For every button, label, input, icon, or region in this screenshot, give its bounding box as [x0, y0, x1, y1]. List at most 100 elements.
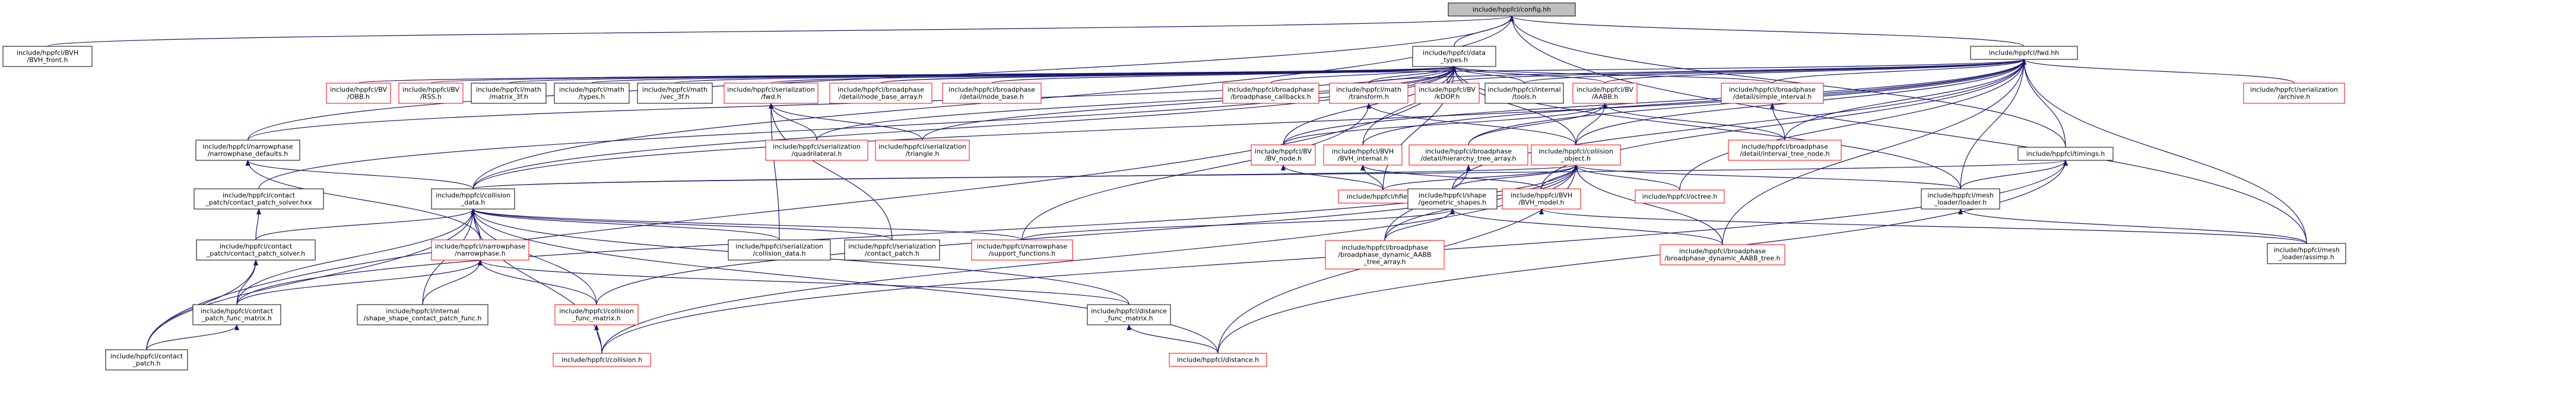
dependency-edge [422, 259, 483, 305]
dependency-edge [236, 164, 1578, 305]
node-box [398, 83, 464, 104]
dependency-edge [769, 103, 780, 240]
node-label: include/hppfcl/serialization [2250, 86, 2338, 94]
node-label: /detail/simple_interval.h [1733, 93, 1812, 101]
dependency-edge [255, 208, 261, 240]
node-label: /support_functions.h [989, 250, 1056, 258]
node-box [1484, 83, 1564, 104]
node-label: /triangle.h [906, 150, 940, 158]
dependency-edge [146, 66, 1457, 350]
file-node-collision-data[interactable]: include/hppfcl/collision_data.h [431, 188, 515, 210]
dependency-edge [1021, 208, 1455, 240]
file-node-data-types[interactable]: include/hppfcl/data_types.h [1412, 46, 1496, 67]
file-node-mesh-loader[interactable]: include/hppfcl/mesh_loader/loader.h [1921, 188, 2000, 210]
node-box [1921, 188, 2000, 210]
node-box [1323, 144, 1403, 166]
file-node-bp-dynamic-aabb-tree[interactable]: include/hppfcl/broadphase/broadphase_dyn… [1660, 244, 1785, 265]
dependency-edge [816, 66, 1457, 141]
file-node-interval-tree-node[interactable]: include/hppfcl/broadphase/detail/interva… [1728, 140, 1842, 161]
file-node-collision-object[interactable]: include/hppfcl/collision_object.h [1531, 144, 1621, 166]
file-node-support-functions[interactable]: include/hppfcl/narrowphase/support_funct… [971, 239, 1073, 261]
node-label: /vec_3f.h [660, 93, 689, 101]
node-label: _patch.h [132, 360, 160, 368]
dependency-edge [1452, 164, 1578, 189]
file-node-types[interactable]: include/hppfcl/math/types.h [554, 83, 630, 104]
dependency-edge [245, 160, 481, 240]
node-box [471, 83, 547, 104]
node-box [875, 140, 970, 161]
file-node-node-base-array[interactable]: include/hppfcl/broadphase/detail/node_ba… [829, 83, 932, 104]
file-node-bv-node[interactable]: include/hppfcl/BV/BV_node.h [1251, 144, 1316, 166]
node-label: include/hppfcl/broadphase [1227, 86, 1314, 94]
file-node-triangle[interactable]: include/hppfcl/serialization/triangle.h [875, 140, 970, 161]
file-node-bvh-model[interactable]: include/hppfcl/BVH/BVH_model.h [1502, 188, 1581, 210]
node-label: include/hppfcl/contact [110, 353, 183, 360]
file-node-node-base[interactable]: include/hppfcl/broadphase/detail/node_ba… [942, 83, 1042, 104]
node-label: include/hppfcl/shape [1419, 192, 1487, 200]
file-node-hfield[interactable]: include/hppfcl/hfield.h [1338, 189, 1428, 204]
file-node-obb[interactable]: include/hppfcl/BV/OBB.h [326, 83, 391, 104]
dependency-edge [769, 103, 893, 240]
file-node-fwd[interactable]: include/hppfcl/fwd.hh [1970, 46, 2078, 60]
file-node-transform[interactable]: include/hppfcl/math/transform.h [1329, 83, 1408, 104]
node-label: /AABB.h [1592, 93, 1619, 101]
node-label: include/hppfcl/math [559, 86, 624, 94]
file-node-vec-3f[interactable]: include/hppfcl/math/vec_3f.h [637, 83, 713, 104]
node-label: include/hppfcl/octree.h [1642, 193, 1718, 201]
node-label: /contact_patch.h [865, 250, 919, 258]
file-node-assimp[interactable]: include/hppfcl/mesh_loader/assimp.h [2267, 243, 2346, 264]
file-node-narrowphase-defaults[interactable]: include/hppfcl/narrowphase/narrowphase_d… [195, 140, 300, 161]
file-node-hierarchy-tree-array[interactable]: include/hppfcl/broadphase/detail/hierarc… [1408, 144, 1528, 166]
file-node-collision[interactable]: include/hppfcl/collision.h [553, 353, 651, 367]
file-node-kdop[interactable]: include/hppfcl/BV/kDOP.h [1414, 83, 1480, 104]
node-label: include/hppfcl/serialization [735, 243, 823, 251]
file-node-simple-interval[interactable]: include/hppfcl/broadphase/detail/simple_… [1721, 83, 1824, 104]
node-label: _data.h [461, 199, 486, 207]
file-node-collision-func-matrix[interactable]: include/hppfcl/collision_func_matrix.h [554, 304, 639, 325]
file-node-shape-shape-contact-patch-func[interactable]: include/hppfcl/internal/shape_shape_cont… [357, 304, 488, 325]
file-node-patch-func-matrix[interactable]: include/hppfcl/contact_patch_func_matrix… [192, 304, 281, 325]
dependency-edge [1127, 324, 1219, 354]
file-node-narrowphase[interactable]: include/hppfcl/narrowphase/narrowphase.h [431, 239, 529, 261]
dependency-edge [1770, 103, 1785, 141]
file-node-contact-patch-solver-hxx[interactable]: include/hppfcl/contact_patch/contact_pat… [193, 188, 324, 210]
file-node-contact-patch[interactable]: include/hppfcl/contact_patch.h [105, 349, 188, 371]
dependency-edge [1450, 208, 1723, 245]
dependency-edge [2022, 59, 2066, 148]
file-node-bp-dynamic-aabb-tree-array[interactable]: include/hppfcl/broadphase/broadphase_dyn… [1325, 240, 1445, 270]
node-box [326, 83, 391, 104]
node-box [1531, 144, 1621, 166]
file-node-bvh-front[interactable]: include/hppfcl/BVH/BVH_front.h [2, 46, 93, 67]
node-box [105, 349, 188, 371]
file-node-timings[interactable]: include/hppfcl/timings.h [2017, 147, 2114, 161]
dependency-edge [1382, 164, 1578, 191]
file-node-distance-func-matrix[interactable]: include/hppfcl/distance_func_matrix.h [1087, 304, 1171, 325]
file-node-aabb[interactable]: include/hppfcl/BV/AABB.h [1572, 83, 1638, 104]
node-label: _types.h [1440, 56, 1468, 64]
node-label: /BV_node.h [1265, 155, 1302, 163]
file-node-geometric-shapes[interactable]: include/hppfcl/shape/geometric_shapes.h [1407, 188, 1498, 210]
file-node-matrix-3f[interactable]: include/hppfcl/math/matrix_3f.h [471, 83, 547, 104]
file-node-contact-patch-solver[interactable]: include/hppfcl/contact_patch/contact_pat… [196, 239, 316, 261]
file-node-quadrilateral[interactable]: include/hppfcl/serialization/quadrilater… [765, 140, 868, 161]
node-box [942, 83, 1042, 104]
node-label: include/hppfcl/narrowphase [977, 243, 1068, 251]
file-node-ser-contact-patch[interactable]: include/hppfcl/serialization/contact_pat… [844, 239, 940, 261]
file-node-ser-collision-data[interactable]: include/hppfcl/serialization/collision_d… [728, 239, 831, 261]
dependency-edge [236, 208, 475, 305]
node-label: include/hppfcl/fwd.hh [1989, 49, 2059, 57]
file-node-tools[interactable]: include/hppfcl/internal/tools.h [1484, 83, 1564, 104]
node-box [1087, 304, 1171, 325]
nodes-layer: include/hppfcl/config.hhinclude/hppfcl/B… [2, 2, 2346, 371]
file-node-bvh-internal[interactable]: include/hppfcl/BVH/BVH_internal.h [1323, 144, 1403, 166]
file-node-octree[interactable]: include/hppfcl/octree.h [1635, 189, 1725, 204]
file-node-rss[interactable]: include/hppfcl/BV/RSS.h [398, 83, 464, 104]
file-node-distance[interactable]: include/hppfcl/distance.h [1169, 353, 1267, 367]
file-node-archive[interactable]: include/hppfcl/serialization/archive.h [2243, 83, 2345, 104]
file-node-bp-callbacks[interactable]: include/hppfcl/broadphase/broadphase_cal… [1222, 83, 1319, 104]
dependency-edge [1960, 160, 2068, 189]
node-label: /tools.h [1512, 93, 1537, 101]
dependency-edge [1573, 164, 1961, 189]
file-node-ser-fwd[interactable]: include/hppfcl/serialization/fwd.h [724, 83, 819, 104]
dependency-edge [1772, 59, 2026, 84]
